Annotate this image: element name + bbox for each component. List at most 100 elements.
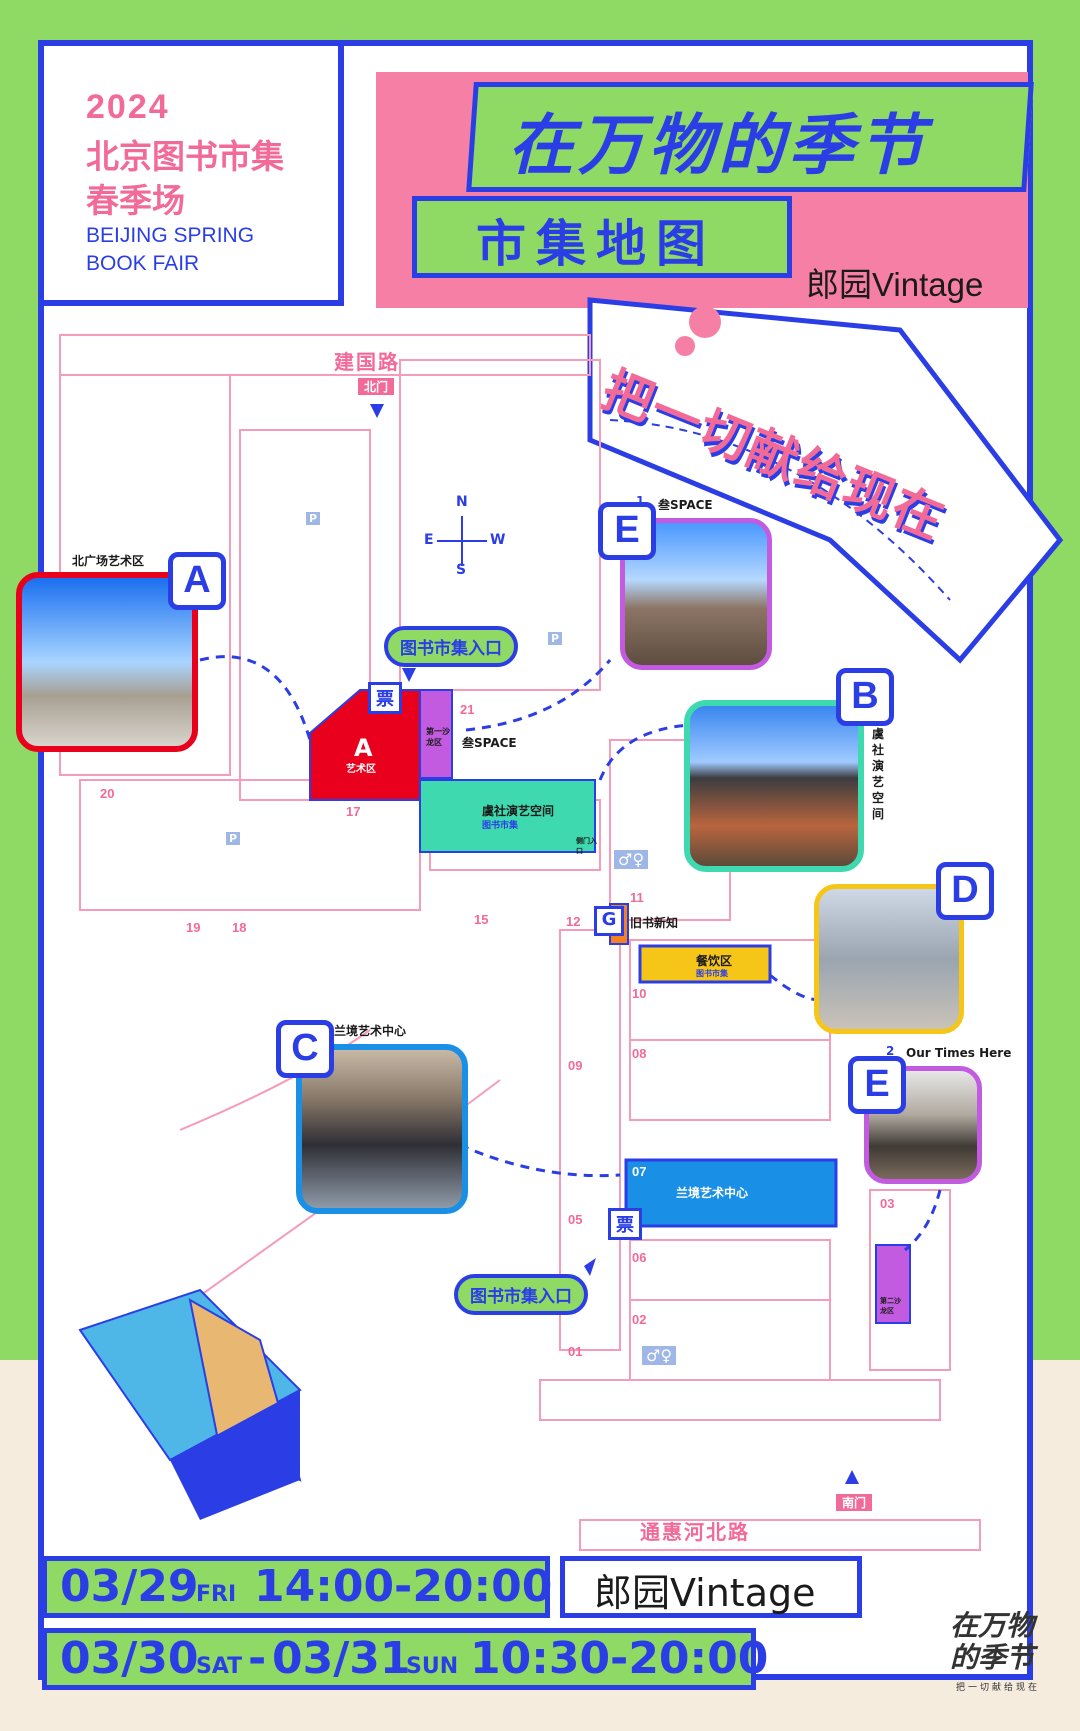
site-outlines [59, 334, 981, 1551]
building-12: 12 [566, 914, 581, 929]
event-name-cn-1: 北京图书市集 [86, 137, 284, 176]
north-gate-label: 北门 [358, 378, 395, 395]
zone-c-block [624, 1158, 838, 1228]
slogan-dot-small [675, 336, 695, 356]
schedule-row-2 [42, 1628, 756, 1690]
parking-icon-2: P [548, 632, 563, 645]
road-south: 通惠河北路 [640, 1520, 750, 1544]
building-06: 06 [632, 1250, 647, 1265]
building-02: 02 [632, 1312, 647, 1327]
subtitle-banner [412, 196, 792, 278]
zone-a-block-label: 艺术区 [346, 764, 376, 775]
zone-b-photo [684, 700, 864, 872]
logo-tagline: 把一切献给现在 [956, 1683, 1041, 1693]
zone-d-block [638, 944, 772, 984]
zone-b-name: 虞社演艺空间 [872, 727, 885, 821]
zone-e2-num: 2 [886, 1044, 895, 1058]
zone-e1-num: 1 [636, 494, 645, 508]
zone-b-block-label: 虞社演艺空间 [482, 804, 555, 818]
compass-east: E [424, 532, 434, 548]
building-21: 21 [460, 702, 475, 717]
building-05: 05 [568, 1212, 583, 1227]
day1-date: 03/29 [60, 1561, 199, 1612]
building-17: 17 [346, 804, 361, 819]
south-gate-label: 南门 [836, 1494, 873, 1511]
zone-d-block-label: 餐饮区 [696, 954, 733, 968]
date-range-dash: - [248, 1633, 267, 1684]
building-01: 01 [568, 1344, 583, 1359]
page-subtitle: 市集地图 [476, 215, 716, 273]
zone-a-block-letter: A [354, 734, 373, 762]
zone-e1-block-label: 第一沙龙区 [426, 727, 450, 747]
compass-north: N [456, 494, 468, 510]
day23-time: 10:30-20:00 [470, 1633, 769, 1684]
ticket-badge-top: 票 [368, 682, 402, 714]
schedule-row-1 [42, 1556, 550, 1618]
building-09: 09 [568, 1058, 583, 1073]
parking-icon-1: P [306, 512, 321, 525]
zone-a-badge[interactable]: A [168, 552, 226, 610]
building-20: 20 [100, 786, 115, 801]
restroom-icon-1: ♂♀ [614, 850, 649, 869]
page-title: 在万物的季节 [508, 107, 928, 184]
road-curve [179, 1029, 371, 1131]
zone-e2-name: Our Times Here [906, 1046, 1012, 1060]
day1-time: 14:00-20:00 [254, 1561, 553, 1612]
zone-c-name: 兰境艺术中心 [334, 1024, 407, 1038]
entrance-arrow-top [402, 668, 416, 682]
zone-g-name: 旧书新知 [630, 916, 679, 930]
zone-e1-map-label: 叁SPACE [462, 736, 517, 750]
zone-c-badge[interactable]: C [276, 1020, 334, 1078]
zone-a-photo [16, 572, 198, 752]
venue-name-header: 郎园Vintage [806, 266, 984, 303]
zone-b-badge[interactable]: B [836, 668, 894, 726]
event-name-cn-2: 春季场 [86, 181, 185, 220]
event-name-en-1: BEIJING SPRING [86, 224, 255, 247]
day3-weekday: SUN [406, 1654, 459, 1679]
header-info-panel [44, 46, 344, 306]
parking-icon-3: P [226, 832, 241, 845]
zone-e2-block-label: 第二沙龙区 [880, 1297, 901, 1315]
event-name-en-2: BOOK FAIR [86, 252, 200, 275]
book-fair-entrance-top[interactable]: 图书市集入口 [384, 626, 518, 667]
restroom-icon-2: ♂♀ [642, 1346, 677, 1365]
entrance-arrow-bottom [584, 1258, 596, 1276]
day2-date: 03/30 [60, 1633, 199, 1684]
event-logo: 在万物 的季节 [950, 1610, 1034, 1674]
book-fair-entrance-bottom[interactable]: 图书市集入口 [454, 1274, 588, 1315]
zone-e2-badge[interactable]: E [848, 1056, 906, 1114]
zone-b-block-sub: 图书市集 [482, 821, 519, 831]
building-18: 18 [232, 920, 247, 935]
venue-name-footer: 郎园Vintage [594, 1571, 816, 1615]
slogan-dash [609, 419, 951, 601]
zone-g-badge[interactable]: G [594, 906, 624, 936]
zone-d-block-sub: 图书市集 [696, 969, 728, 978]
day2-weekday: SAT [196, 1654, 243, 1679]
building-03: 03 [880, 1196, 895, 1211]
zone-e1-block [419, 689, 453, 779]
compass-south: S [456, 562, 467, 578]
building-07: 07 [632, 1164, 647, 1179]
zone-e1-name: 叁SPACE [658, 498, 713, 512]
zone-e2-block [875, 1244, 911, 1324]
venue-box [560, 1556, 862, 1618]
zone-b-block [419, 779, 596, 853]
south-gate-arrow [845, 1470, 859, 1484]
book-illustration [78, 1288, 302, 1520]
building-19: 19 [186, 920, 201, 935]
compass-west: W [490, 532, 506, 548]
ticket-badge-bottom: 票 [608, 1208, 642, 1240]
slogan-dot [689, 306, 721, 338]
side-entrance-label: 侧门入口 [576, 837, 597, 855]
zone-a-name: 北广场艺术区 [72, 554, 145, 568]
zone-e1-badge[interactable]: E [598, 502, 656, 560]
zone-d-badge[interactable]: D [936, 862, 994, 920]
logo-line-2: 的季节 [950, 1641, 1035, 1674]
building-10: 10 [632, 986, 647, 1001]
building-15: 15 [474, 912, 489, 927]
day3-date: 03/31 [272, 1633, 411, 1684]
zone-c-block-label: 兰境艺术中心 [676, 1186, 749, 1200]
logo-line-1: 在万物 [950, 1609, 1035, 1642]
event-year: 2024 [86, 88, 170, 126]
